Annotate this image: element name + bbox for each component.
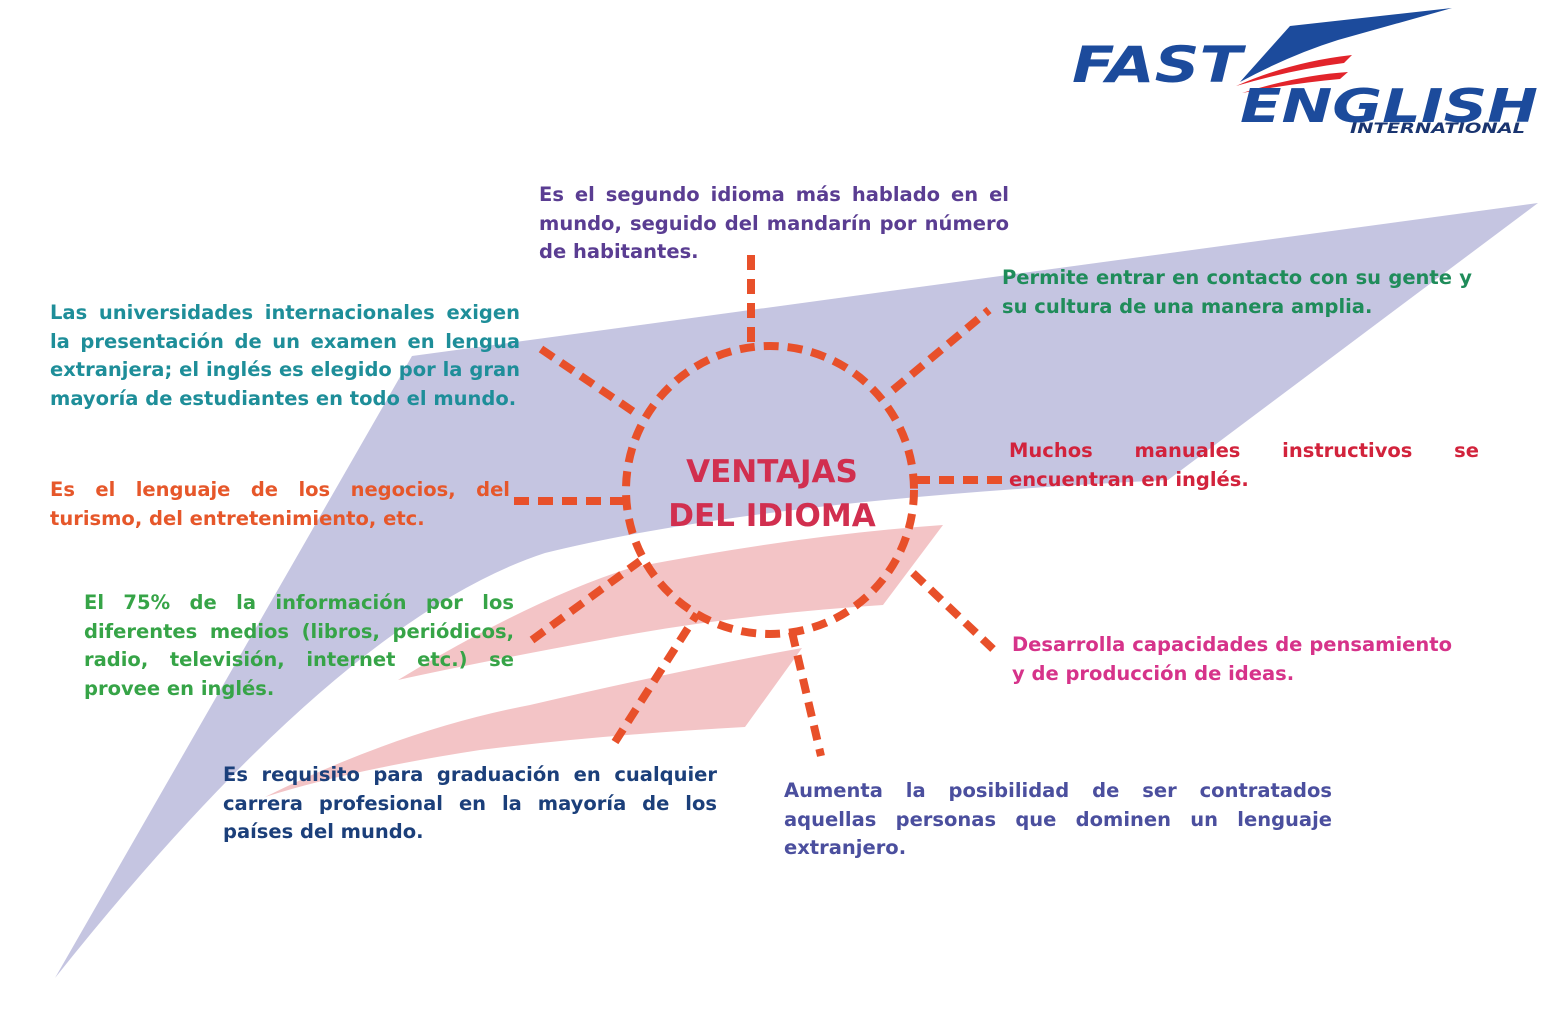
logo-word-international: INTERNATIONAL xyxy=(1350,121,1525,137)
ray-bottom-left xyxy=(611,611,701,745)
ray-upper-left xyxy=(538,345,637,416)
advantage-text-bottom-center: Aumenta la posibilidad de ser contratado… xyxy=(784,779,1332,859)
logo-stripe-red-icon xyxy=(1236,55,1352,86)
center-title: VENTAJAS DEL IDIOMA xyxy=(632,450,912,538)
center-title-line2: DEL IDIOMA xyxy=(668,498,876,534)
stripe-lower xyxy=(265,648,802,797)
center-title-line1: VENTAJAS xyxy=(686,454,858,490)
ray-lower-right xyxy=(910,570,996,652)
advantage-text-upper-right: Permite entrar en contacto con su gente … xyxy=(1002,266,1472,318)
advantage-text-upper-left: Las universidades internacionales exigen… xyxy=(50,301,520,410)
advantage-text-lower-right: Desarrolla capacidades de pensamiento y … xyxy=(1012,633,1452,685)
advantage-text-mid-right: Muchos manuales instructivos se encuentr… xyxy=(1009,439,1479,491)
logo-word-english: ENGLISH xyxy=(1240,79,1538,133)
center-ring xyxy=(622,342,918,638)
advantage-text-lower-left: El 75% de la información por los diferen… xyxy=(84,591,514,700)
advantage-text-bottom-left: Es requisito para graduación en cualquie… xyxy=(223,763,717,843)
ray-upper-right xyxy=(890,306,992,394)
backdrop-swoosh xyxy=(55,203,1538,978)
connector-group xyxy=(514,255,1004,757)
advantage-text-mid-left: Es el lenguaje de los negocios, del turi… xyxy=(50,478,510,530)
ray-bottom-center xyxy=(788,631,825,757)
advantage-text-top: Es el segundo idioma más hablado en el m… xyxy=(539,183,1009,263)
logo-word-fast: FAST xyxy=(1072,36,1247,94)
logo-stripe-red2-icon xyxy=(1242,72,1348,93)
logo-wing-icon xyxy=(1240,8,1452,82)
fast-english-logo: FAST ENGLISH INTERNATIONAL xyxy=(1072,8,1538,137)
